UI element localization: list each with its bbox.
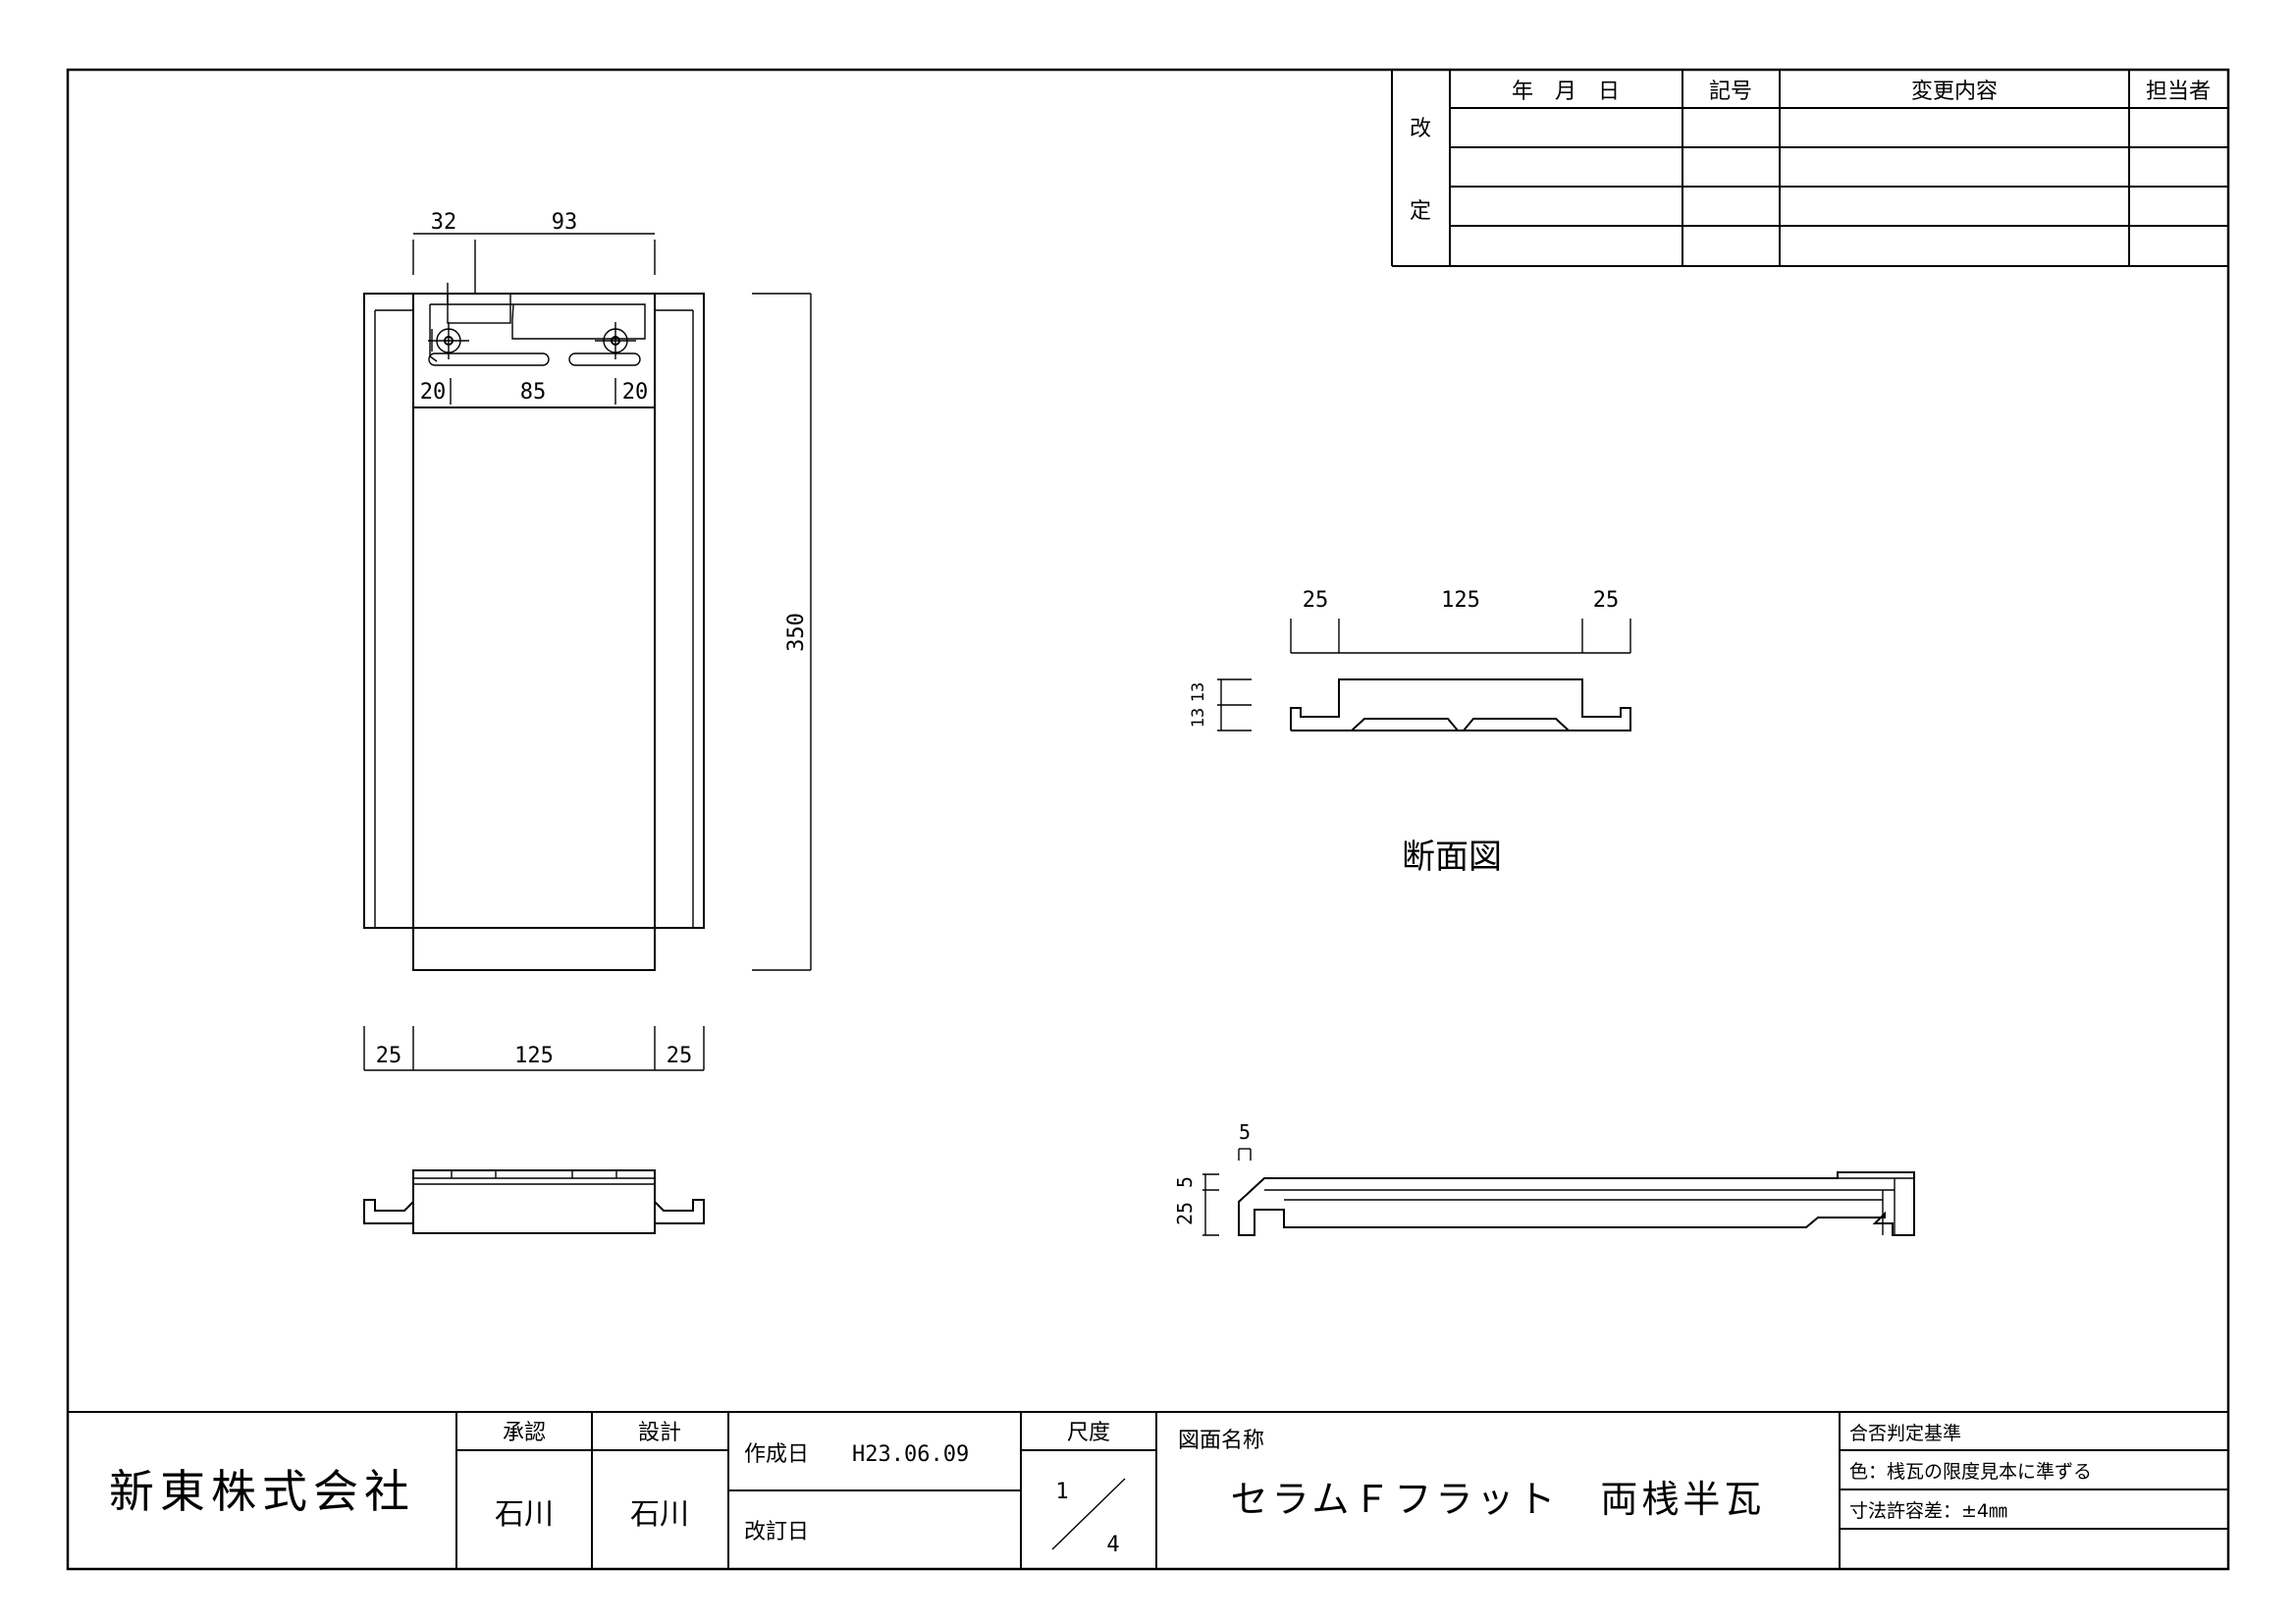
front-view: 32 93 20 85 20 350 25 125 25 xyxy=(363,210,812,1071)
section-view: 25 125 25 13 13 断面図 xyxy=(1189,588,1631,877)
revision-side-label-top: 改 xyxy=(1410,117,1431,141)
section-dim-125: 125 xyxy=(1441,588,1480,613)
section-dim-13-top: 13 xyxy=(1189,682,1208,702)
dim-width-25-right: 25 xyxy=(667,1044,693,1068)
company-name: 新東株式会社 xyxy=(109,1465,415,1518)
drawing-frame xyxy=(66,68,2230,1571)
scale-numerator: 1 xyxy=(1055,1480,1068,1504)
top-lug xyxy=(447,293,511,324)
section-title: 断面図 xyxy=(1402,838,1502,877)
drawing-name-label: 図面名称 xyxy=(1178,1429,1264,1453)
dim-width-25-left: 25 xyxy=(376,1044,402,1068)
dim-hole-20-right: 20 xyxy=(622,380,649,405)
scale-label: 尺度 xyxy=(1067,1421,1110,1445)
slot-right xyxy=(568,352,641,366)
section-profile-outline xyxy=(1290,678,1631,731)
revised-label: 改訂日 xyxy=(744,1520,809,1544)
dim-width-125: 125 xyxy=(514,1044,554,1068)
revision-header-person: 担当者 xyxy=(2146,80,2211,104)
criteria-tolerance: 寸法許容差：±4㎜ xyxy=(1849,1500,2007,1522)
side-view: 5 25 5 xyxy=(1173,1120,1915,1236)
section-dim-25-right: 25 xyxy=(1593,588,1620,613)
dim-top-32: 32 xyxy=(431,210,457,235)
scale-slash xyxy=(1051,1478,1126,1550)
dim-height-350: 350 xyxy=(784,613,809,652)
design-label: 設計 xyxy=(638,1421,681,1445)
approval-label: 承認 xyxy=(503,1421,546,1445)
dim-top-93: 93 xyxy=(552,210,578,235)
created-date: H23.06.09 xyxy=(852,1442,969,1467)
side-dim-25: 25 xyxy=(1173,1202,1197,1225)
design-name: 石川 xyxy=(630,1497,689,1532)
dim-hole-85: 85 xyxy=(520,380,547,405)
drawing-name: セラムＦフラット 両桟半瓦 xyxy=(1231,1478,1766,1521)
tile-center-panel xyxy=(412,293,656,971)
dim-hole-20-left: 20 xyxy=(420,380,447,405)
section-dim-25-left: 25 xyxy=(1303,588,1329,613)
side-dim-5: 5 xyxy=(1239,1120,1251,1144)
revision-header-content: 変更内容 xyxy=(1911,80,1998,104)
end-view xyxy=(363,1169,705,1234)
slot-left xyxy=(428,352,550,366)
criteria-title: 合否判定基準 xyxy=(1849,1423,1961,1444)
title-block: 新東株式会社 承認 石川 設計 石川 作成日 H23.06.09 改訂日 尺度 … xyxy=(68,1411,2228,1569)
section-dim-13-bottom: 13 xyxy=(1189,708,1208,728)
scale-denominator: 4 xyxy=(1106,1533,1119,1557)
revision-header-mark: 記号 xyxy=(1709,80,1752,104)
revision-header-date: 年 月 日 xyxy=(1512,80,1620,104)
side-dim-5-height: 5 xyxy=(1173,1176,1197,1188)
criteria-color: 色：桟瓦の限度見本に準ずる xyxy=(1849,1461,2092,1483)
side-profile-outline xyxy=(1238,1171,1915,1236)
approval-name: 石川 xyxy=(495,1497,554,1532)
created-label: 作成日 xyxy=(744,1442,809,1467)
revision-side-label-bottom: 定 xyxy=(1410,199,1431,224)
revision-table: 改 定 年 月 日 記号 変更内容 担当者 xyxy=(1391,70,2228,267)
